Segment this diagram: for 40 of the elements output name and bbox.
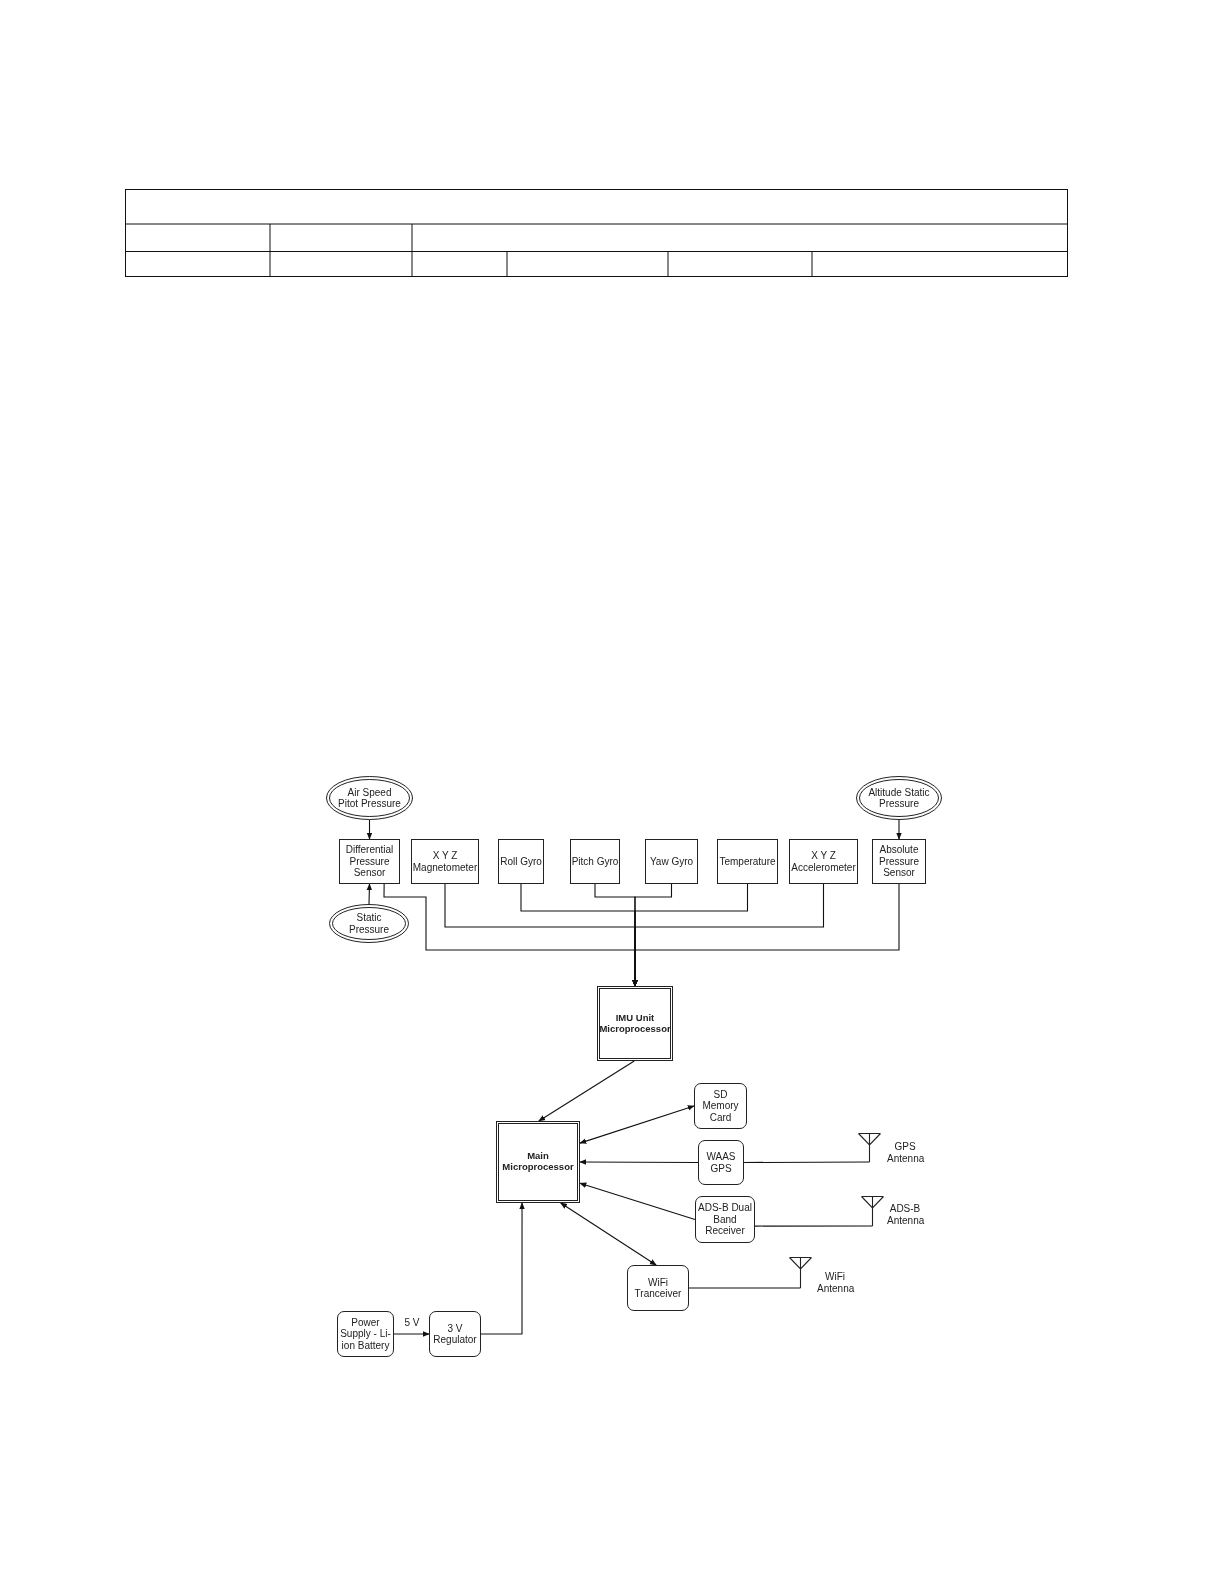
- antenna-label: ADS-B Antenna: [887, 1203, 923, 1226]
- arrow: [480, 1202, 525, 1335]
- processor-box: IMU Unit Microprocessor: [597, 986, 673, 1061]
- arrow: [579, 1105, 695, 1144]
- sensor-box: Roll Gyro: [498, 839, 544, 884]
- component-box: 3 V Regulator: [429, 1311, 481, 1357]
- arrow: [579, 1159, 699, 1165]
- arrow: [538, 1060, 635, 1122]
- antenna-icon: [858, 1133, 881, 1162]
- arrow: [896, 819, 902, 840]
- pressure-port-ellipse: Altitude Static Pressure: [856, 776, 942, 820]
- antenna-label: WiFi Antenna: [817, 1271, 853, 1294]
- component-box: Power Supply - Li-ion Battery: [337, 1311, 394, 1357]
- arrow: [366, 819, 373, 840]
- sensor-box: X Y Z Magnetometer: [411, 839, 479, 884]
- component-box: WiFi Tranceiver: [627, 1265, 689, 1311]
- connector-line: [754, 1225, 874, 1227]
- processor-box: Main Microprocessor: [496, 1121, 580, 1203]
- connector-line: [688, 1287, 802, 1289]
- connector-line: [743, 1161, 871, 1164]
- antenna-label: GPS Antenna: [887, 1141, 923, 1164]
- arrow: [579, 1182, 696, 1221]
- sensor-box: Pitch Gyro: [570, 839, 620, 884]
- sensor-box: Yaw Gyro: [645, 839, 698, 884]
- sensor-box: Temperature: [717, 839, 778, 884]
- sensor-box: Differential Pressure Sensor: [339, 839, 400, 884]
- component-box: ADS-B Dual Band Receiver: [695, 1196, 755, 1243]
- antenna-icon: [861, 1196, 884, 1226]
- arrow: [393, 1331, 430, 1337]
- arrow: [632, 883, 900, 987]
- sensor-box: X Y Z Accelerometer: [789, 839, 858, 884]
- pressure-port-ellipse: Static Pressure: [329, 904, 409, 943]
- edge-label: 5 V: [403, 1317, 421, 1328]
- antenna-icon: [789, 1257, 812, 1288]
- component-box: SD Memory Card: [694, 1083, 747, 1129]
- arrow: [366, 883, 373, 905]
- component-box: WAAS GPS: [698, 1140, 744, 1185]
- arrow: [560, 1202, 657, 1266]
- sensor-box: Absolute Pressure Sensor: [872, 839, 926, 884]
- pressure-port-ellipse: Air Speed Pitot Pressure: [326, 776, 413, 820]
